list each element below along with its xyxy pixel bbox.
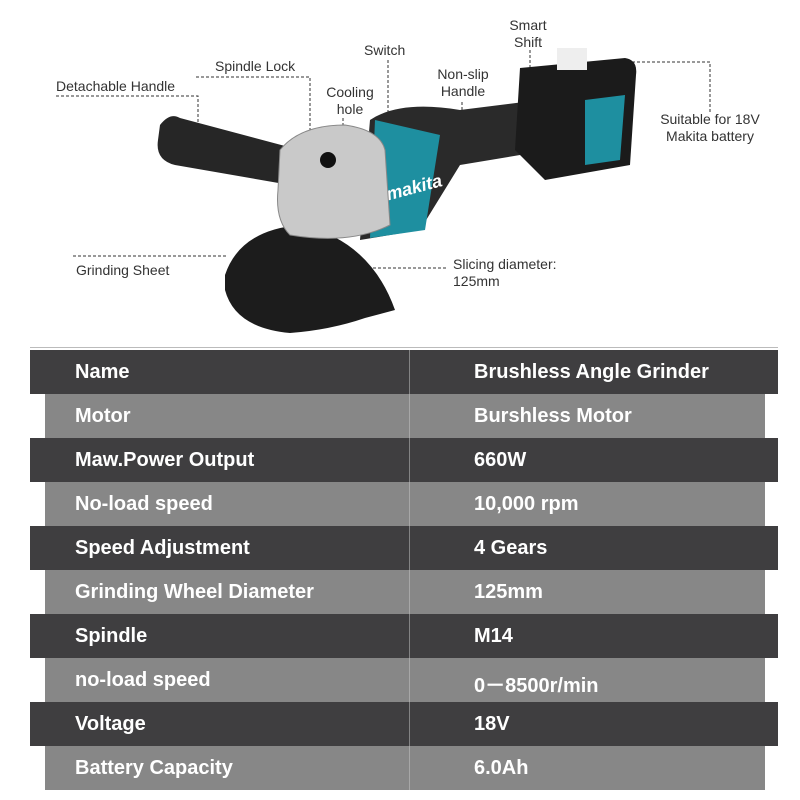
callout-switch: Switch xyxy=(364,42,406,58)
callout-slicing-value: 125mm xyxy=(453,273,500,289)
side-handle xyxy=(157,116,300,185)
spec-value: 18V xyxy=(474,713,510,735)
table-row: Grinding Wheel Diameter 125mm xyxy=(45,570,765,614)
spec-key: Motor xyxy=(75,405,131,427)
spec-key: Maw.Power Output xyxy=(75,449,255,471)
spec-value: 4 Gears xyxy=(474,537,548,559)
callout-detachable-handle: Detachable Handle xyxy=(56,78,176,94)
spec-value: M14 xyxy=(474,625,513,647)
table-row: Voltage 18V xyxy=(30,702,778,746)
spec-value: 660W xyxy=(474,449,527,471)
table-row: Battery Capacity 6.0Ah xyxy=(45,746,765,790)
callout-spindle-lock: Spindle Lock xyxy=(215,58,296,74)
spec-value: 125mm xyxy=(474,581,543,603)
spec-key: no-load speed xyxy=(75,669,211,691)
spec-value: Brushless Angle Grinder xyxy=(474,361,709,383)
table-row: Speed Adjustment 4 Gears xyxy=(30,526,778,570)
divider-line xyxy=(30,347,778,348)
spec-key: Name xyxy=(75,361,130,383)
callout-smart-shift: Smart Shift xyxy=(509,17,547,50)
spec-value: 0－8500r/min xyxy=(474,675,599,697)
callout-grinding-sheet: Grinding Sheet xyxy=(76,262,170,278)
table-row: Maw.Power Output 660W xyxy=(30,438,778,482)
spec-key: No-load speed xyxy=(75,493,213,515)
spec-key: Grinding Wheel Diameter xyxy=(75,581,314,603)
spec-key: Battery Capacity xyxy=(75,757,233,779)
angle-grinder-illustration: makita xyxy=(56,48,711,333)
table-row: No-load speed 10,000 rpm xyxy=(45,482,765,526)
spec-key: Speed Adjustment xyxy=(75,537,250,559)
callout-slicing-diameter: Slicing diameter: xyxy=(453,256,557,272)
spec-value: Burshless Motor xyxy=(474,405,632,427)
table-row: Motor Burshless Motor xyxy=(45,394,765,438)
spec-value: 10,000 rpm xyxy=(474,493,579,515)
column-divider xyxy=(409,350,410,790)
wheel-guard xyxy=(225,225,395,333)
callout-cooling-hole: Cooling hole xyxy=(326,84,374,117)
table-row: no-load speed 0－8500r/min xyxy=(45,658,765,702)
spec-value: 6.0Ah xyxy=(474,757,529,779)
table-row: Spindle M14 xyxy=(30,614,778,658)
spec-key: Spindle xyxy=(75,625,148,647)
gear-head xyxy=(277,124,391,239)
table-row: Name Brushless Angle Grinder xyxy=(30,350,778,394)
spec-key: Voltage xyxy=(75,713,146,735)
callout-non-slip-handle: Non-slip Handle xyxy=(437,66,489,99)
callout-battery: Suitable for 18V Makita battery xyxy=(660,111,760,144)
